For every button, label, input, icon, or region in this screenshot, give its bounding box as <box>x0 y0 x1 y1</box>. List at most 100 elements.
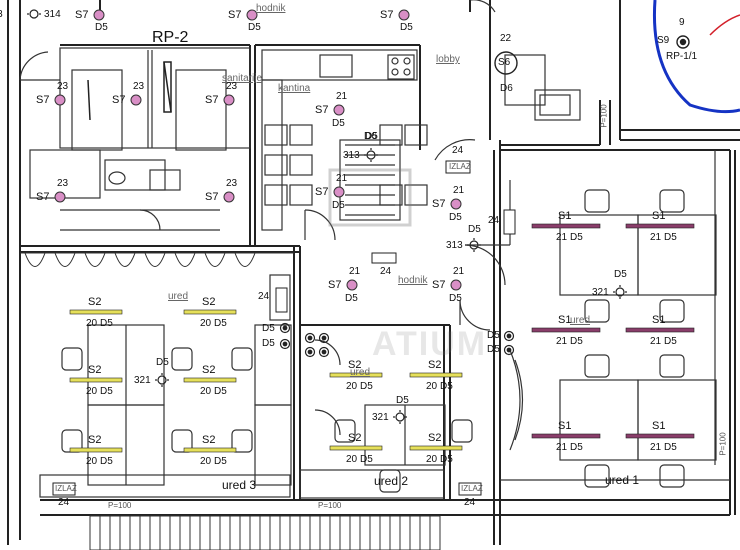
fixture-code-label: S2 <box>88 296 102 308</box>
fixture-bar <box>409 372 463 378</box>
fixture-bar <box>531 327 601 333</box>
sensor-24-b: 24 <box>488 215 500 226</box>
fixture-code-label: S1 <box>558 420 572 432</box>
light-321-c-d5: D5 <box>396 395 409 406</box>
fixture-bar <box>183 377 237 383</box>
fixture-d5-label: D5 <box>570 336 583 347</box>
sensor-24-d: 24 <box>380 266 392 277</box>
fixture-number-label: 21 <box>650 232 662 243</box>
fixture-number-label: 20 <box>86 318 98 329</box>
fixture-bar <box>183 447 237 453</box>
room-sanitarije: sanitarije <box>222 73 263 84</box>
socket-number-label: 21 <box>336 91 348 102</box>
fixture-bar <box>625 433 695 439</box>
fixture-code-label: S2 <box>348 432 362 444</box>
fixture-d5-label: D5 <box>570 232 583 243</box>
fixture-number-label: 20 <box>346 454 358 465</box>
fixture-code-label: S1 <box>558 210 572 222</box>
panel-rp2-label: RP-2 <box>152 29 189 46</box>
socket-number-label: 23 <box>57 178 69 189</box>
socket-number-label: 23 <box>226 178 238 189</box>
fixture-code-label: S2 <box>202 364 216 376</box>
socket-code-label: S7 <box>75 9 89 21</box>
p100-label-4: P=100 <box>599 104 609 128</box>
room-hodnik-top: hodnik <box>256 3 286 14</box>
fixture-number-label: 21 <box>556 442 568 453</box>
light-314-prefix: 313 <box>0 10 3 20</box>
light-321-b-label: 321 <box>134 375 151 386</box>
fixture-number-label: 21 <box>556 232 568 243</box>
light-314-label: 314 <box>44 9 61 20</box>
socket-code-label: S7 <box>36 94 50 106</box>
socket-marker <box>346 279 358 291</box>
fixture-number-label: 21 <box>650 336 662 347</box>
socket-d5-label: D5 <box>332 118 345 129</box>
fixture-code-label: S1 <box>558 314 572 326</box>
fixture-bar <box>409 445 463 451</box>
fixture-bar <box>329 445 383 451</box>
fixture-number-label: 20 <box>426 454 438 465</box>
fixture-code-label: S1 <box>652 314 666 326</box>
fixture-number-label: 20 <box>346 381 358 392</box>
light-313-b-label: 313 <box>446 240 463 251</box>
fixture-bar <box>531 223 601 229</box>
sensor-24-e: 24 <box>58 497 70 508</box>
socket-number-label: 21 <box>336 173 348 184</box>
socket-marker <box>54 94 66 106</box>
fixture-d5-label: D5 <box>360 454 373 465</box>
fixture-d5-label: D5 <box>440 454 453 465</box>
fixture-d5-label: D5 <box>664 336 677 347</box>
socket-code-label: S7 <box>112 94 126 106</box>
socket-code-label: S7 <box>315 104 329 116</box>
fixture-code-label: S2 <box>88 364 102 376</box>
fixture-code-label: S2 <box>348 359 362 371</box>
socket-marker <box>333 186 345 198</box>
fixture-d5-label: D5 <box>570 442 583 453</box>
exit-label-c: IZLAZ <box>461 484 483 493</box>
fixture-d5-label: D5 <box>664 232 677 243</box>
fixture-bar <box>69 447 123 453</box>
fixture-bar <box>329 372 383 378</box>
p100-label-3: P=100 <box>718 432 728 456</box>
socket-number-label: 23 <box>226 81 238 92</box>
socket-number-label: 23 <box>57 81 69 92</box>
socket-code-label: S7 <box>205 191 219 203</box>
exit-label-a: IZLAZ <box>449 162 471 171</box>
socket-marker <box>333 104 345 116</box>
dsocket-d5-4: D5 <box>487 344 500 355</box>
dsocket-d5-1: D5 <box>262 323 275 334</box>
socket-marker <box>223 191 235 203</box>
fixture-code-label: S1 <box>652 210 666 222</box>
panel-rp11-number: 9 <box>679 17 685 28</box>
sensor-24-f: 24 <box>464 497 476 508</box>
socket-number-label: 23 <box>133 81 145 92</box>
fixture-number-label: 20 <box>200 456 212 467</box>
socket-code-label: S7 <box>205 94 219 106</box>
fixture-bar <box>69 309 123 315</box>
sensor-24-a: 24 <box>452 145 464 156</box>
kantina-d6: D6 <box>364 131 377 142</box>
socket-code-label: S7 <box>36 191 50 203</box>
socket-code-label: S7 <box>380 9 394 21</box>
light-321-c-label: 321 <box>372 412 389 423</box>
fixture-d5-label: D5 <box>100 456 113 467</box>
fixture-bar <box>183 309 237 315</box>
fixture-code-label: S1 <box>652 420 666 432</box>
room-ured-small-2: ured <box>350 367 371 378</box>
fixture-bars <box>69 223 695 453</box>
fixture-bar <box>531 433 601 439</box>
socket-d5-label: D5 <box>332 200 345 211</box>
fixture-d5-label: D5 <box>100 318 113 329</box>
fixture-number-label: 20 <box>200 318 212 329</box>
room-ured-3: ured 3 <box>222 478 257 492</box>
fixture-code-label: S2 <box>202 296 216 308</box>
socket-marker <box>450 279 462 291</box>
s6-number: 22 <box>500 33 512 44</box>
socket-marker <box>398 9 410 21</box>
panel-rp11-code: S9 <box>657 35 670 46</box>
s6-label: S6 <box>498 57 511 68</box>
socket-marker <box>223 94 235 106</box>
fixture-number-label: 20 <box>86 456 98 467</box>
socket-number-label: 21 <box>453 266 465 277</box>
